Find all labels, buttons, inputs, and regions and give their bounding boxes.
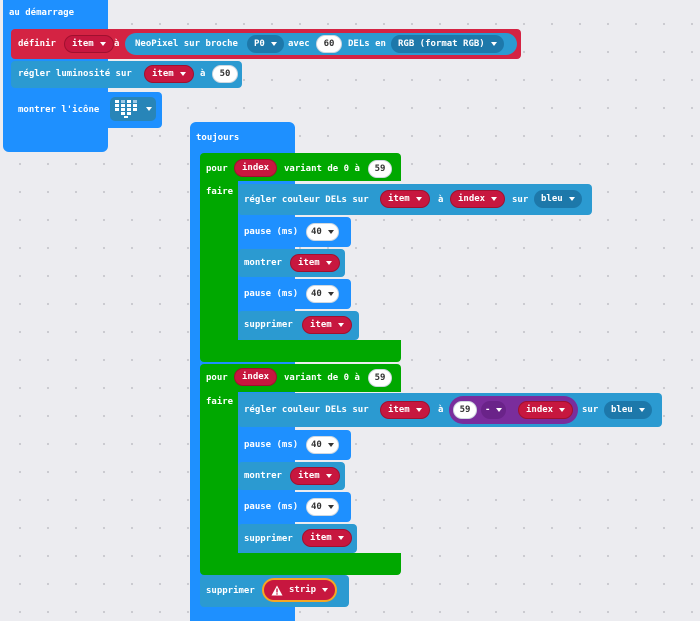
strip-variable-dropdown[interactable]: strip bbox=[262, 578, 338, 602]
range-label: variant de 0 à bbox=[284, 373, 360, 383]
operator-dropdown[interactable]: - bbox=[481, 401, 507, 419]
forever-header: toujours bbox=[196, 133, 240, 143]
on-label: sur bbox=[512, 195, 529, 205]
index-variable[interactable]: index bbox=[234, 159, 278, 177]
chevron-down-icon bbox=[559, 408, 566, 412]
pause-label: pause (ms) bbox=[244, 289, 299, 299]
for-loop-2-block[interactable] bbox=[200, 364, 401, 392]
chevron-down-icon bbox=[322, 588, 329, 592]
color-dropdown[interactable]: bleu bbox=[534, 190, 582, 208]
item-variable-dropdown[interactable]: item bbox=[64, 35, 114, 53]
chevron-down-icon bbox=[327, 443, 334, 447]
chevron-down-icon bbox=[325, 474, 332, 478]
heart-icon bbox=[115, 100, 137, 118]
to-label: à bbox=[438, 195, 444, 205]
leds-in-label: DELs en bbox=[348, 39, 386, 49]
color-dropdown[interactable]: bleu bbox=[604, 401, 652, 419]
set-color-label: régler couleur DELs sur bbox=[244, 405, 369, 415]
clear-label: supprimer bbox=[206, 586, 255, 596]
to-label: à bbox=[200, 69, 206, 79]
chevron-down-icon bbox=[415, 197, 422, 201]
for-loop-1-block[interactable] bbox=[200, 153, 401, 181]
show-label: montrer bbox=[244, 258, 282, 268]
to-label: à bbox=[114, 39, 120, 49]
clear-label: supprimer bbox=[244, 320, 293, 330]
chevron-down-icon bbox=[415, 408, 422, 412]
item-variable-dropdown[interactable]: item bbox=[380, 401, 430, 419]
chevron-down-icon bbox=[490, 42, 497, 46]
pause-duration-dropdown[interactable]: 40 bbox=[306, 436, 339, 454]
for-label: pour bbox=[206, 164, 228, 174]
pause-duration-dropdown[interactable]: 40 bbox=[306, 223, 339, 241]
led-count-field[interactable]: 60 bbox=[316, 35, 342, 53]
on-start-header: au démarrage bbox=[9, 8, 75, 18]
neopixel-label: NeoPixel sur broche bbox=[135, 39, 238, 49]
item-variable-dropdown[interactable]: item bbox=[290, 254, 340, 272]
pause-label: pause (ms) bbox=[244, 502, 299, 512]
pin-dropdown[interactable]: P0 bbox=[247, 35, 284, 53]
range-label: variant de 0 à bbox=[284, 164, 360, 174]
chevron-down-icon bbox=[337, 536, 344, 540]
chevron-down-icon bbox=[491, 197, 498, 201]
do-label: faire bbox=[206, 187, 234, 197]
index-variable-dropdown[interactable]: index bbox=[450, 190, 506, 208]
range-end-field[interactable]: 59 bbox=[368, 160, 392, 178]
chevron-down-icon bbox=[179, 72, 186, 76]
brightness-value-field[interactable]: 50 bbox=[212, 65, 238, 83]
brightness-label: régler luminosité sur bbox=[18, 69, 132, 79]
chevron-down-icon bbox=[327, 230, 334, 234]
set-brightness-block[interactable] bbox=[11, 61, 242, 88]
item-variable-dropdown[interactable]: item bbox=[302, 529, 352, 547]
show-label: montrer bbox=[244, 471, 282, 481]
warning-icon bbox=[271, 585, 283, 596]
chevron-down-icon bbox=[337, 323, 344, 327]
chevron-down-icon bbox=[638, 408, 645, 412]
pause-duration-dropdown[interactable]: 40 bbox=[306, 285, 339, 303]
chevron-down-icon bbox=[568, 197, 575, 201]
do-label: faire bbox=[206, 397, 234, 407]
chevron-down-icon bbox=[270, 42, 277, 46]
clear-label: supprimer bbox=[244, 534, 293, 544]
chevron-down-icon bbox=[99, 42, 106, 46]
to-label: à bbox=[438, 405, 444, 415]
item-variable-dropdown[interactable]: item bbox=[290, 467, 340, 485]
item-variable-dropdown[interactable]: item bbox=[144, 65, 194, 83]
set-strip-label: définir bbox=[18, 39, 56, 49]
pause-duration-dropdown[interactable]: 40 bbox=[306, 498, 339, 516]
minuend-field[interactable]: 59 bbox=[453, 401, 477, 419]
set-color-label: régler couleur DELs sur bbox=[244, 195, 369, 205]
chevron-down-icon bbox=[327, 292, 334, 296]
show-icon-label: montrer l'icône bbox=[18, 105, 100, 115]
index-variable[interactable]: index bbox=[234, 368, 278, 386]
with-label: avec bbox=[288, 39, 310, 49]
pause-label: pause (ms) bbox=[244, 227, 299, 237]
chevron-down-icon bbox=[496, 408, 503, 412]
for-label: pour bbox=[206, 373, 228, 383]
mode-dropdown[interactable]: RGB (format RGB) bbox=[391, 35, 504, 53]
icon-picker-dropdown[interactable] bbox=[110, 97, 156, 121]
item-variable-dropdown[interactable]: item bbox=[302, 316, 352, 334]
on-label: sur bbox=[582, 405, 599, 415]
index-variable-dropdown[interactable]: index bbox=[518, 401, 574, 419]
chevron-down-icon bbox=[325, 261, 332, 265]
item-variable-dropdown[interactable]: item bbox=[380, 190, 430, 208]
chevron-down-icon bbox=[327, 505, 334, 509]
pause-label: pause (ms) bbox=[244, 440, 299, 450]
chevron-down-icon bbox=[146, 107, 152, 111]
range-end-field[interactable]: 59 bbox=[368, 369, 392, 387]
